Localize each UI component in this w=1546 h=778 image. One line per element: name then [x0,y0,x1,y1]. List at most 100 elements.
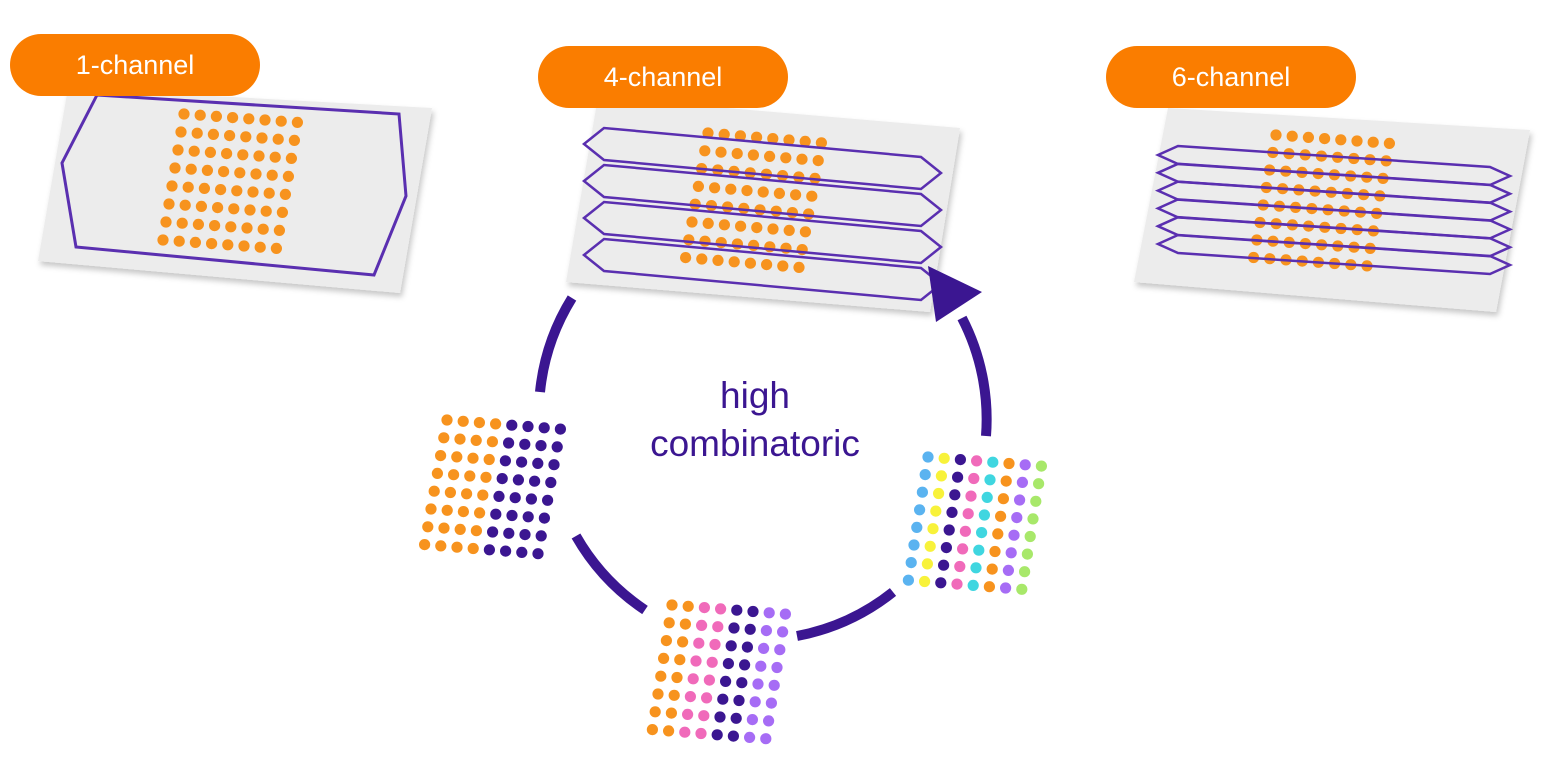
spot [516,456,528,468]
spot [483,453,495,466]
spot [273,224,285,236]
spot [952,471,964,483]
spot [718,219,731,231]
channel-outline [581,200,944,265]
spot [992,528,1004,540]
spot [962,508,974,520]
spot [646,724,659,736]
spot [658,652,670,665]
spot [542,494,554,506]
spot [1005,547,1017,559]
spot [1011,511,1023,524]
arrowhead-icon [928,266,982,322]
spot [548,459,560,471]
spot [237,149,249,161]
spot [682,708,694,721]
spot [760,625,773,637]
spot [774,644,786,656]
spot [522,511,534,523]
spot [949,489,961,501]
spot [761,259,773,271]
spot [535,440,547,452]
spot [234,167,246,179]
spot [260,205,272,217]
spot [957,543,969,555]
spot [924,540,936,552]
spot [674,654,686,666]
spot [259,114,271,126]
spot [256,132,268,144]
spot [525,493,538,505]
spot [160,216,172,228]
spot [715,237,727,249]
spot [545,476,557,489]
spot [765,697,778,709]
spot [470,434,482,446]
spot [210,110,222,122]
spot [940,542,953,554]
spot [431,467,443,479]
spot [247,186,259,198]
spot [473,417,485,429]
spot [1030,495,1042,507]
spot [954,560,966,573]
spot [783,134,795,146]
cycle-arc-top-left [535,295,577,393]
label-1-channel: 1-channel [10,34,260,96]
spot [218,166,230,178]
spot [793,261,805,273]
spot [207,128,219,140]
spot [175,126,187,138]
cycle-label: high combinatoric [620,372,890,468]
spot [163,198,175,210]
spot [997,493,1010,505]
spot [499,455,511,467]
spot [652,688,664,700]
spot [225,221,237,233]
spot [919,575,931,588]
spot [699,145,711,157]
spot [922,451,934,463]
spot [702,127,714,139]
spot [679,618,692,630]
spot-array [1248,129,1395,272]
spot [419,539,431,551]
spot [921,558,934,570]
spot [500,545,512,557]
spot [665,707,678,719]
spot [192,218,204,230]
spot [747,149,760,161]
spot [696,619,708,632]
spot-array [680,127,828,273]
spot [699,235,711,247]
spot [438,432,450,444]
spot [970,562,982,574]
spot [157,234,169,246]
spot [733,694,745,707]
spot [288,134,300,146]
spot [551,441,563,453]
spot [1319,133,1331,145]
spot [698,710,710,722]
spot [486,436,498,448]
spot [215,184,227,196]
spot [749,696,761,708]
spot [227,112,239,124]
spot [509,492,521,504]
spot [771,661,783,674]
spot [984,474,996,486]
spot [799,135,811,147]
spot [470,525,482,537]
spot [741,641,754,653]
spot [240,131,252,143]
spot [730,712,742,724]
spot [815,137,828,149]
cycle-label-line2: combinatoric [650,423,860,464]
spot [185,163,197,175]
spot [911,521,923,534]
spot [480,471,492,483]
spot [282,170,294,182]
spot [457,415,469,427]
spot [968,472,980,485]
spot [428,485,440,497]
